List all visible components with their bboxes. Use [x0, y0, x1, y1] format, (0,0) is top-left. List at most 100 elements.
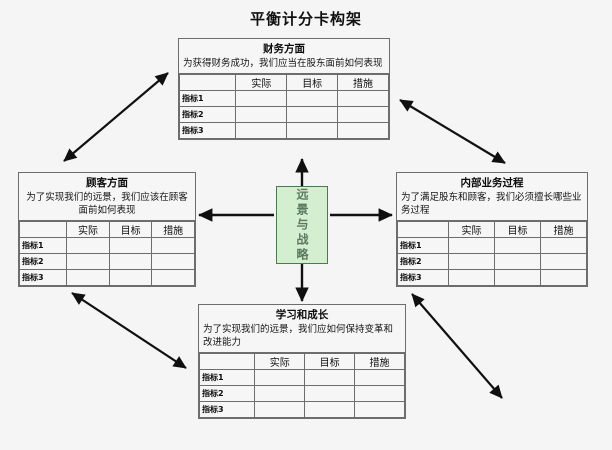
- learning-growth-table: 实际 目标 措施 指标1 指标2: [198, 353, 405, 418]
- customer-description: 为了实现我们的远景，我们应该在顾客面前如何表现: [26, 192, 188, 216]
- row-label-indicator-2: 指标2: [18, 253, 68, 270]
- connector-customer-learning-diagonal: [71, 292, 187, 369]
- cell-target[interactable]: [494, 269, 541, 286]
- cell-actual[interactable]: [66, 237, 110, 254]
- internal-process-title: 内部业务过程: [460, 177, 524, 189]
- center-vision-label: 远景与战略: [295, 187, 309, 263]
- financial-title: 财务方面: [263, 43, 305, 55]
- table-row[interactable]: 指标2: [178, 106, 389, 123]
- table-row[interactable]: 指标3: [178, 122, 389, 139]
- connector-financial-customer-diagonal: [63, 72, 169, 162]
- learning-growth-header: 学习和成长 为了实现我们的远景，我们应如何保持变革和改进能力: [199, 305, 405, 353]
- cell-target[interactable]: [108, 237, 153, 254]
- col-header-target: 目标: [108, 221, 153, 238]
- cell-measure[interactable]: [540, 269, 587, 286]
- page-title: 平衡计分卡构架: [249, 10, 362, 28]
- cell-actual[interactable]: [448, 237, 496, 254]
- learning-growth-title: 学习和成长: [275, 309, 329, 321]
- cell-measure[interactable]: [337, 106, 389, 123]
- cell-measure[interactable]: [540, 237, 587, 254]
- financial-table: 实际 目标 措施 指标1 指标2: [178, 74, 389, 139]
- col-header-measure: 措施: [354, 353, 405, 370]
- cell-target[interactable]: [286, 90, 339, 107]
- table-row[interactable]: 指标3: [396, 269, 587, 286]
- cell-actual[interactable]: [235, 122, 288, 139]
- col-header-actual: 实际: [235, 74, 288, 91]
- customer-title: 顾客方面: [86, 177, 128, 189]
- cell-target[interactable]: [494, 253, 541, 270]
- table-row[interactable]: 指标2: [198, 385, 405, 402]
- cell-measure[interactable]: [337, 122, 389, 139]
- row-label-indicator-2: 指标2: [396, 253, 450, 270]
- cell-measure[interactable]: [354, 401, 405, 418]
- cell-target[interactable]: [304, 369, 356, 386]
- cell-target[interactable]: [494, 237, 541, 254]
- cell-measure[interactable]: [151, 253, 195, 270]
- customer-header: 顾客方面 为了实现我们的远景，我们应该在顾客面前如何表现: [19, 173, 195, 221]
- cell-target[interactable]: [286, 106, 339, 123]
- cell-measure[interactable]: [354, 385, 405, 402]
- row-label-indicator-3: 指标3: [178, 122, 237, 139]
- col-header-actual: 实际: [254, 353, 306, 370]
- table-row[interactable]: 指标1: [198, 369, 405, 386]
- learning-growth-description: 为了实现我们的远景，我们应如何保持变革和改进能力: [203, 324, 394, 348]
- perspective-box-customer[interactable]: 顾客方面 为了实现我们的远景，我们应该在顾客面前如何表现 实际 目标 措施 指标…: [18, 172, 196, 287]
- table-header-row: 实际 目标 措施: [18, 221, 195, 238]
- cell-measure[interactable]: [337, 90, 389, 107]
- cell-actual[interactable]: [235, 90, 288, 107]
- cell-actual[interactable]: [66, 269, 110, 286]
- table-row[interactable]: 指标1: [178, 90, 389, 107]
- perspective-box-learning-growth[interactable]: 学习和成长 为了实现我们的远景，我们应如何保持变革和改进能力 实际 目标 措施 …: [198, 304, 406, 419]
- internal-process-header: 内部业务过程 为了满足股东和顾客，我们必须擅长哪些业务过程: [397, 173, 587, 221]
- cell-measure[interactable]: [151, 269, 195, 286]
- col-header-target: 目标: [494, 221, 541, 238]
- col-header-actual: 实际: [448, 221, 496, 238]
- cell-target[interactable]: [108, 253, 153, 270]
- cell-target[interactable]: [108, 269, 153, 286]
- col-header-measure: 措施: [151, 221, 195, 238]
- cell-actual[interactable]: [448, 253, 496, 270]
- center-vision-box[interactable]: 远景与战略: [276, 186, 328, 264]
- cell-actual[interactable]: [254, 401, 306, 418]
- cell-actual[interactable]: [254, 369, 306, 386]
- table-row[interactable]: 指标1: [18, 237, 195, 254]
- cell-measure[interactable]: [151, 237, 195, 254]
- connector-internal-learning-diagonal: [411, 293, 503, 399]
- connector-financial-internal-diagonal: [399, 99, 506, 164]
- row-label-indicator-3: 指标3: [18, 269, 68, 286]
- cell-target[interactable]: [304, 401, 356, 418]
- cell-actual[interactable]: [448, 269, 496, 286]
- perspective-box-financial[interactable]: 财务方面 为获得财务成功，我们应当在股东面前如何表现 实际 目标 措施 指标1: [178, 38, 390, 140]
- col-header-measure: 措施: [337, 74, 389, 91]
- table-header-row: 实际 目标 措施: [178, 74, 389, 91]
- perspective-box-internal-process[interactable]: 内部业务过程 为了满足股东和顾客，我们必须擅长哪些业务过程 实际 目标 措施 指…: [396, 172, 588, 287]
- internal-process-description: 为了满足股东和顾客，我们必须擅长哪些业务过程: [401, 192, 582, 216]
- row-label-indicator-2: 指标2: [198, 385, 256, 402]
- cell-measure[interactable]: [540, 253, 587, 270]
- cell-measure[interactable]: [354, 369, 405, 386]
- table-row[interactable]: 指标3: [18, 269, 195, 286]
- cell-actual[interactable]: [254, 385, 306, 402]
- financial-header: 财务方面 为获得财务成功，我们应当在股东面前如何表现: [179, 39, 389, 74]
- table-row[interactable]: 指标2: [396, 253, 587, 270]
- col-header-blank: [396, 221, 450, 238]
- col-header-blank: [198, 353, 256, 370]
- table-header-row: 实际 目标 措施: [198, 353, 405, 370]
- table-row[interactable]: 指标3: [198, 401, 405, 418]
- row-label-indicator-3: 指标3: [198, 401, 256, 418]
- cell-target[interactable]: [286, 122, 339, 139]
- cell-actual[interactable]: [235, 106, 288, 123]
- cell-target[interactable]: [304, 385, 356, 402]
- col-header-blank: [18, 221, 68, 238]
- col-header-target: 目标: [286, 74, 339, 91]
- cell-actual[interactable]: [66, 253, 110, 270]
- row-label-indicator-1: 指标1: [396, 237, 450, 254]
- row-label-indicator-1: 指标1: [18, 237, 68, 254]
- table-row[interactable]: 指标1: [396, 237, 587, 254]
- row-label-indicator-3: 指标3: [396, 269, 450, 286]
- col-header-actual: 实际: [66, 221, 110, 238]
- table-row[interactable]: 指标2: [18, 253, 195, 270]
- row-label-indicator-1: 指标1: [178, 90, 237, 107]
- row-label-indicator-1: 指标1: [198, 369, 256, 386]
